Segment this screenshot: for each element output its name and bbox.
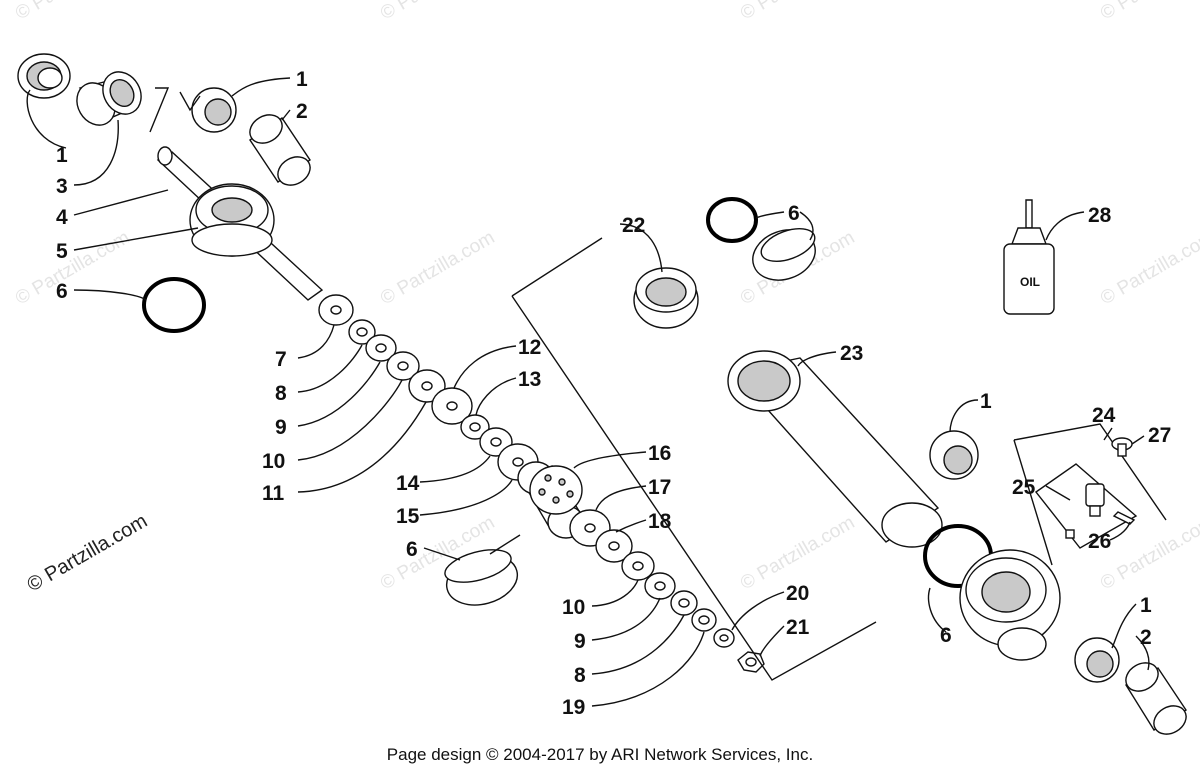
zigzag-leader (149, 87, 201, 133)
shim-11 (408, 369, 446, 403)
part-label-1: 1 (1140, 594, 1152, 617)
watermark: © Partzilla.com (1097, 0, 1200, 24)
part-label-14: 14 (396, 472, 420, 495)
sleeve-2-bottom (1125, 662, 1187, 735)
bushing-top-left (17, 53, 71, 99)
piston-16 (517, 461, 585, 539)
part-label-1: 1 (56, 144, 68, 167)
nut-21 (737, 651, 765, 673)
valve-bracket-outer (1013, 423, 1167, 566)
part-label-9: 9 (574, 630, 586, 653)
shim-13 (460, 414, 490, 440)
shaft-eyelet (189, 183, 275, 257)
part-label-19: 19 (562, 696, 585, 719)
part-number-labels: 1 3 4 5 6 1 2 7 8 9 10 11 12 13 14 15 16… (56, 68, 1171, 719)
side-copyright: © Partzilla.com (24, 510, 152, 596)
shim-9b (644, 572, 676, 600)
watermark: © Partzilla.com (12, 227, 133, 309)
part-label-6: 6 (940, 624, 952, 647)
part-label-6: 6 (56, 280, 68, 303)
part-label-26: 26 (1088, 530, 1111, 553)
part-label-18: 18 (648, 510, 672, 533)
part-label-1: 1 (296, 68, 308, 91)
shim-10b (621, 551, 655, 581)
seal-head-22 (633, 267, 699, 329)
part-label-11: 11 (262, 482, 285, 505)
part-label-6: 6 (788, 202, 800, 225)
watermark: © Partzilla.com (12, 0, 133, 24)
washer-7 (318, 294, 354, 326)
part-label-2: 2 (1140, 626, 1152, 649)
part-label-28: 28 (1088, 204, 1112, 227)
shim-12 (431, 387, 473, 425)
part-label-8: 8 (275, 382, 287, 405)
bushing-1-bottom-right (1074, 637, 1120, 683)
bottom-eyelet-body (959, 549, 1061, 661)
watermark: © Partzilla.com (737, 0, 858, 24)
oil-bottle-28: OIL (1003, 199, 1055, 315)
shim-8b (670, 590, 698, 616)
part-label-21: 21 (786, 616, 810, 639)
part-label-15: 15 (396, 505, 420, 528)
part-label-10: 10 (562, 596, 585, 619)
part-label-1: 1 (980, 390, 992, 413)
shim-10 (386, 351, 420, 381)
watermark: © Partzilla.com (1097, 227, 1200, 309)
part-label-23: 23 (840, 342, 863, 365)
top-eyelet-assembly (17, 53, 324, 333)
part-label-4: 4 (56, 206, 68, 229)
sleeve-3 (76, 71, 142, 126)
shim-stack (318, 294, 765, 673)
part-label-27: 27 (1148, 424, 1171, 447)
part-label-10: 10 (262, 450, 285, 473)
bushing-1-mid-right (929, 430, 979, 480)
part-label-13: 13 (518, 368, 541, 391)
part-label-9: 9 (275, 416, 287, 439)
leader-lines (26, 77, 1150, 707)
piston-band-6 (444, 549, 519, 606)
shim-8 (348, 319, 376, 345)
footer-copyright: Page design © 2004-2017 by ARI Network S… (387, 745, 813, 764)
shim-9 (365, 334, 397, 362)
part-label-3: 3 (56, 175, 68, 198)
part-label-12: 12 (518, 336, 541, 359)
part-label-7: 7 (275, 348, 287, 371)
watermark: © Partzilla.com (377, 227, 498, 309)
valve-bracket-inner (1034, 463, 1138, 549)
part-label-16: 16 (648, 442, 671, 465)
shim-19 (691, 608, 717, 632)
shock-body-23 (727, 350, 943, 548)
valve-cap-27 (1111, 437, 1133, 457)
shim-18 (595, 529, 633, 563)
part-label-25: 25 (1012, 476, 1036, 499)
part-label-5: 5 (56, 240, 68, 263)
part-label-20: 20 (786, 582, 809, 605)
washer-20 (713, 628, 735, 648)
band-6-top (752, 228, 816, 281)
part-label-8: 8 (574, 664, 586, 687)
watermark: © Partzilla.com (377, 0, 498, 24)
part-label-6: 6 (406, 538, 418, 561)
part-label-24: 24 (1092, 404, 1116, 427)
sleeve-2-top (249, 114, 311, 186)
valve-seal-26 (1112, 511, 1136, 525)
body-bracket-outline (511, 237, 877, 681)
part-label-22: 22 (622, 214, 645, 237)
watermark: © Partzilla.com (1097, 512, 1200, 594)
o-ring-6-left (142, 277, 206, 333)
o-ring-6-top (706, 197, 758, 243)
valve-core-25 (1065, 483, 1105, 539)
oil-bottle-label: OIL (1020, 275, 1040, 289)
part-label-2: 2 (296, 100, 308, 123)
bushing-top-right (191, 87, 237, 133)
part-label-17: 17 (648, 476, 671, 499)
